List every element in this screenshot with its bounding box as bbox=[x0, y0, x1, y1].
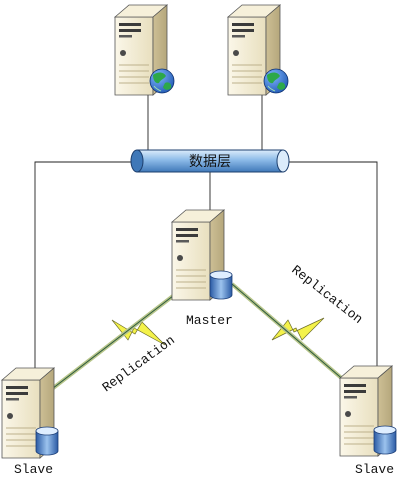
connection-lines bbox=[34, 95, 378, 372]
web-server-left bbox=[114, 4, 175, 96]
line-bus-to-slave-left bbox=[34, 161, 138, 372]
globe-icon bbox=[263, 68, 289, 94]
slave-left-label: Slave bbox=[14, 462, 53, 477]
globe-icon bbox=[149, 68, 175, 94]
master-label: Master bbox=[186, 313, 233, 328]
database-icon bbox=[209, 270, 233, 300]
slave-right-label: Slave bbox=[355, 462, 394, 477]
slave-server-left bbox=[1, 367, 59, 459]
slave-server-right bbox=[339, 365, 397, 457]
database-icon bbox=[373, 425, 397, 455]
web-server-right bbox=[227, 4, 289, 96]
replication-right-label: Replication bbox=[289, 262, 366, 327]
bus-label: 数据层 bbox=[189, 154, 231, 170]
lightning-icon bbox=[271, 317, 325, 341]
line-bus-to-slave-right bbox=[282, 161, 378, 368]
database-icon bbox=[35, 426, 59, 456]
data-layer-bus: 数据层 bbox=[130, 149, 290, 173]
master-server bbox=[171, 209, 233, 301]
